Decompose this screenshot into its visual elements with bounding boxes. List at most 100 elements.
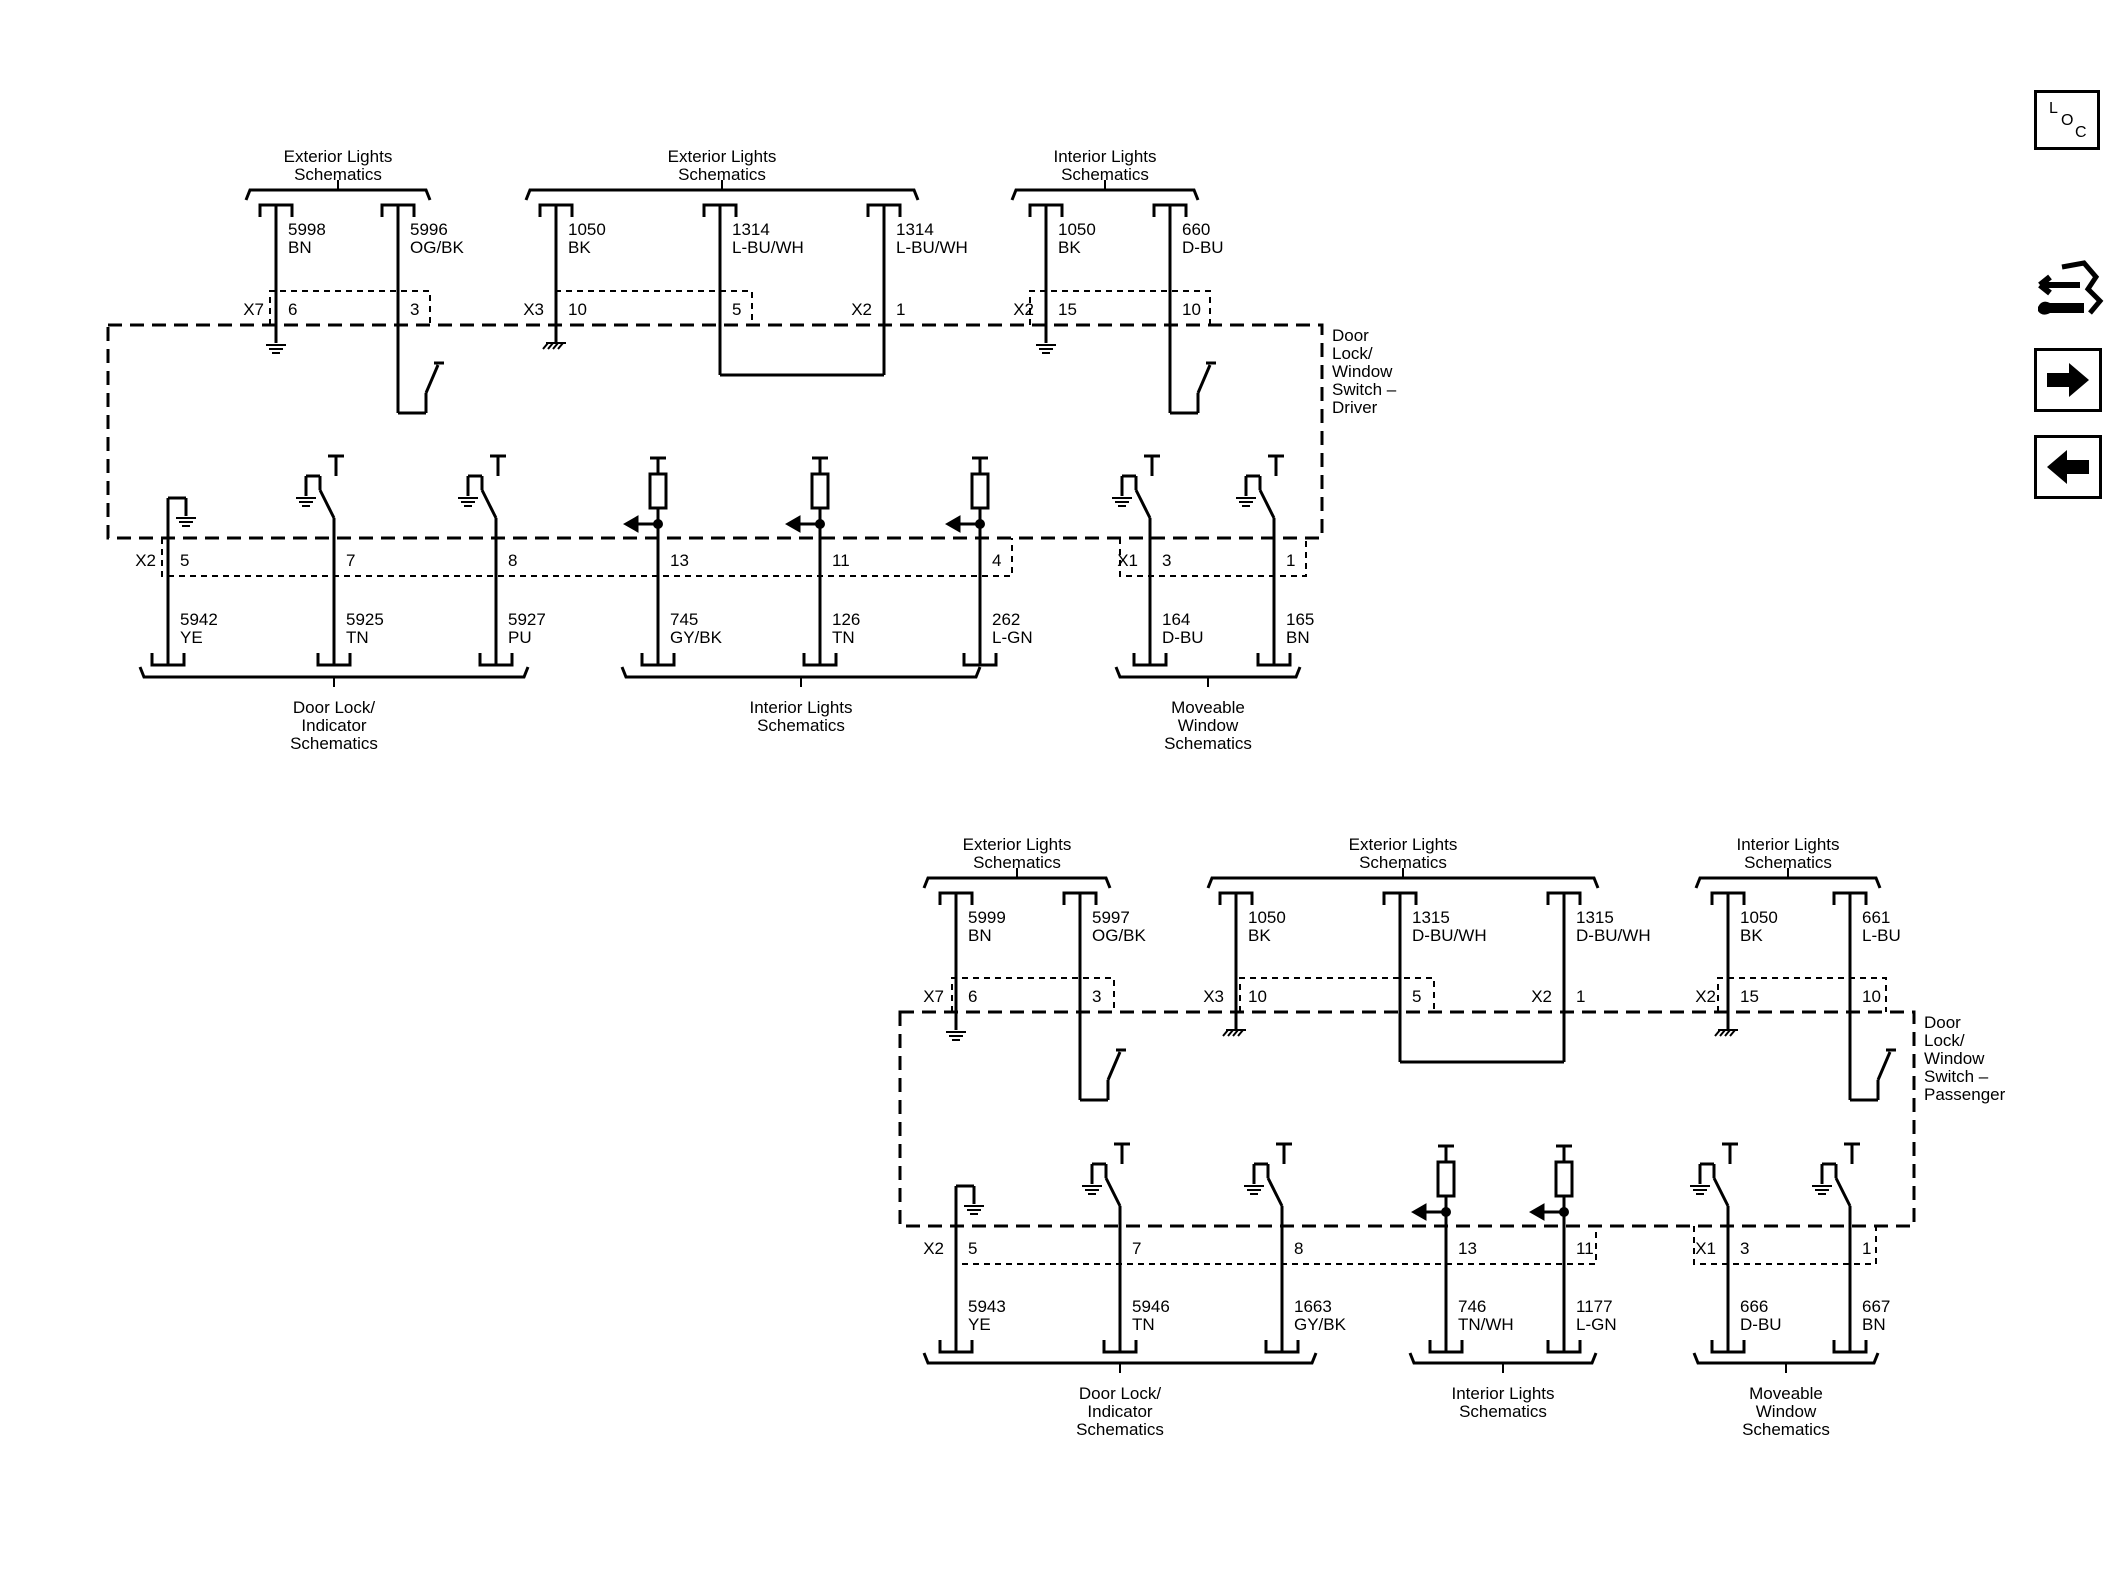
wire-color: L-BU: [1862, 926, 1901, 945]
connector-strip: [1029, 290, 1211, 325]
pin-number: 10: [1248, 987, 1267, 1006]
wire-color: TN: [832, 628, 855, 647]
chassis-hatch: [1237, 1029, 1244, 1037]
pin-number: 6: [288, 300, 297, 319]
group-brace: [922, 876, 1112, 889]
switch-blade: [1134, 489, 1152, 519]
circuit-number: 1315: [1576, 908, 1614, 927]
wire-color: L-GN: [992, 628, 1033, 647]
chassis-hatch: [547, 342, 554, 350]
group-brace: [1206, 876, 1600, 889]
chassis-hatch: [557, 342, 564, 350]
circuit-number: 1050: [1248, 908, 1286, 927]
wire-color: PU: [508, 628, 532, 647]
connector-strip: [1119, 538, 1307, 577]
chassis-hatch: [542, 342, 549, 350]
group-label: Moveable: [1171, 698, 1245, 717]
pin-number: 7: [346, 551, 355, 570]
circuit-number: 1315: [1412, 908, 1450, 927]
switch-blade: [480, 489, 498, 519]
connector-id: X1: [1695, 1239, 1716, 1258]
pin-number: 5: [968, 1239, 977, 1258]
chassis-hatch: [1714, 1029, 1721, 1037]
led-arrow: [944, 515, 961, 533]
connector-tools-icon: [2038, 260, 2104, 315]
pin-number: 3: [410, 300, 419, 319]
pin-number: 13: [670, 551, 689, 570]
circuit-number: 5996: [410, 220, 448, 239]
connector-id: X7: [923, 987, 944, 1006]
pin-number: 15: [1058, 300, 1077, 319]
loc-button[interactable]: L O C: [2034, 90, 2100, 150]
chassis-hatch: [552, 342, 559, 350]
switch-blade: [1834, 1177, 1852, 1207]
pin-number: 1: [1862, 1239, 1871, 1258]
circuit-number: 5927: [508, 610, 546, 629]
wire-color: L-GN: [1576, 1315, 1617, 1334]
wire-color: BN: [1286, 628, 1310, 647]
circuit-number: 666: [1740, 1297, 1768, 1316]
group-label: Door Lock/: [293, 698, 375, 717]
led-resistor: [648, 472, 668, 510]
circuit-number: 661: [1862, 908, 1890, 927]
group-label: Exterior Lights: [963, 835, 1072, 854]
circuit-number: 745: [670, 610, 698, 629]
wire-color: L-BU/WH: [896, 238, 968, 257]
led-arrow: [1528, 1203, 1545, 1221]
led-resistor: [970, 472, 990, 510]
pin-number: 10: [1862, 987, 1881, 1006]
loc-letter-l: L: [2049, 100, 2058, 117]
group-label: Schematics: [1742, 1420, 1830, 1439]
passenger-module-label: Lock/: [1924, 1031, 1965, 1050]
group-label: Schematics: [1061, 165, 1149, 184]
group-label: Exterior Lights: [284, 147, 393, 166]
led-resistor: [810, 472, 830, 510]
circuit-number: 746: [1458, 1297, 1486, 1316]
circuit-number: 5998: [288, 220, 326, 239]
driver-module-label: Lock/: [1332, 344, 1373, 363]
next-page-button[interactable]: [2034, 348, 2102, 412]
wire-color: BK: [1740, 926, 1763, 945]
circuit-number: 1314: [896, 220, 934, 239]
loc-icon: L O C: [2049, 100, 2087, 141]
pin-number: 5: [732, 300, 741, 319]
group-label: Schematics: [1164, 734, 1252, 753]
circuit-number: 5943: [968, 1297, 1006, 1316]
switch-blade: [1712, 1177, 1730, 1207]
group-label: Schematics: [1359, 853, 1447, 872]
wire-color: BN: [1862, 1315, 1886, 1334]
connector-id: X3: [523, 300, 544, 319]
group-label: Schematics: [1459, 1402, 1547, 1421]
wire-color: TN/WH: [1458, 1315, 1514, 1334]
wire-color: D-BU: [1740, 1315, 1782, 1334]
pin-number: 10: [568, 300, 587, 319]
connector-tools-button[interactable]: [2034, 255, 2106, 330]
pin-number: 11: [832, 551, 850, 570]
connector-id: X3: [1203, 987, 1224, 1006]
previous-page-button[interactable]: [2034, 435, 2102, 499]
group-brace: [244, 188, 432, 201]
pin-number: 7: [1132, 1239, 1141, 1258]
pin-number: 3: [1740, 1239, 1749, 1258]
switch-blade: [1104, 1177, 1122, 1207]
group-label: Schematics: [1744, 853, 1832, 872]
pin-number: 3: [1092, 987, 1101, 1006]
chassis-hatch: [1724, 1029, 1731, 1037]
chassis-hatch: [1719, 1029, 1726, 1037]
group-label: Window: [1178, 716, 1239, 735]
pin-number: 1: [1286, 551, 1295, 570]
switch-blade: [1266, 1177, 1284, 1207]
passenger-module-label: Door: [1924, 1013, 1961, 1032]
connector-id: X7: [243, 300, 264, 319]
wire-color: GY/BK: [670, 628, 723, 647]
passenger-module-label: Switch –: [1924, 1067, 1989, 1086]
switch-blade: [1196, 364, 1212, 394]
passenger-module-label: Window: [1924, 1049, 1985, 1068]
wire-color: OG/BK: [1092, 926, 1147, 945]
circuit-number: 5997: [1092, 908, 1130, 927]
pin-number: 15: [1740, 987, 1759, 1006]
led-arrow: [784, 515, 801, 533]
group-label: Indicator: [1087, 1402, 1153, 1421]
group-brace: [1692, 1352, 1880, 1365]
